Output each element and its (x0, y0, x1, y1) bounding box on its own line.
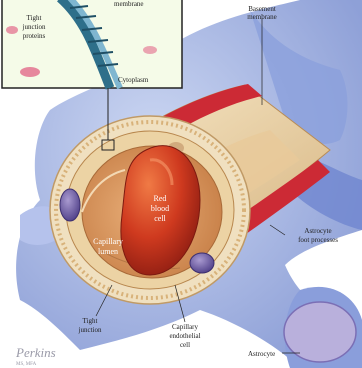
inset-cytoplasm-label: Cytoplasm (118, 76, 149, 84)
astro-foot-label-2: foot processes (298, 236, 338, 244)
rbc-label-3: cell (154, 214, 166, 223)
lumen-label-2: lumen (98, 247, 118, 256)
artist-credit: MS, MFA (16, 362, 37, 367)
lumen-label-1: Capillary (93, 237, 123, 246)
tight-junction-label-1: Tight (83, 317, 98, 325)
inset-tight-label: Tight (27, 14, 42, 22)
tight-junction-label-2: junction (78, 326, 102, 334)
endothelial-label-3: cell (180, 341, 190, 349)
nucleus-right (190, 253, 214, 273)
endothelial-label-2: endothelial (169, 332, 200, 340)
basement-label-1: Basement (248, 5, 276, 13)
inset-membrane-label: membrane (114, 0, 144, 8)
astro-foot-label-1: Astrocyte (304, 227, 331, 235)
astrocyte-label: Astrocyte (248, 350, 275, 358)
rbc-label-1: Red (154, 194, 167, 203)
rbc-label-2: blood (151, 204, 169, 213)
artist-signature: Perkins (15, 345, 56, 360)
endothelial-label-1: Capillary (172, 323, 199, 331)
basement-label-2: membrane (247, 13, 277, 21)
nucleus-left (60, 189, 80, 221)
inset-proteins-label: proteins (23, 32, 46, 40)
inset-junction-label: junction (22, 23, 46, 31)
